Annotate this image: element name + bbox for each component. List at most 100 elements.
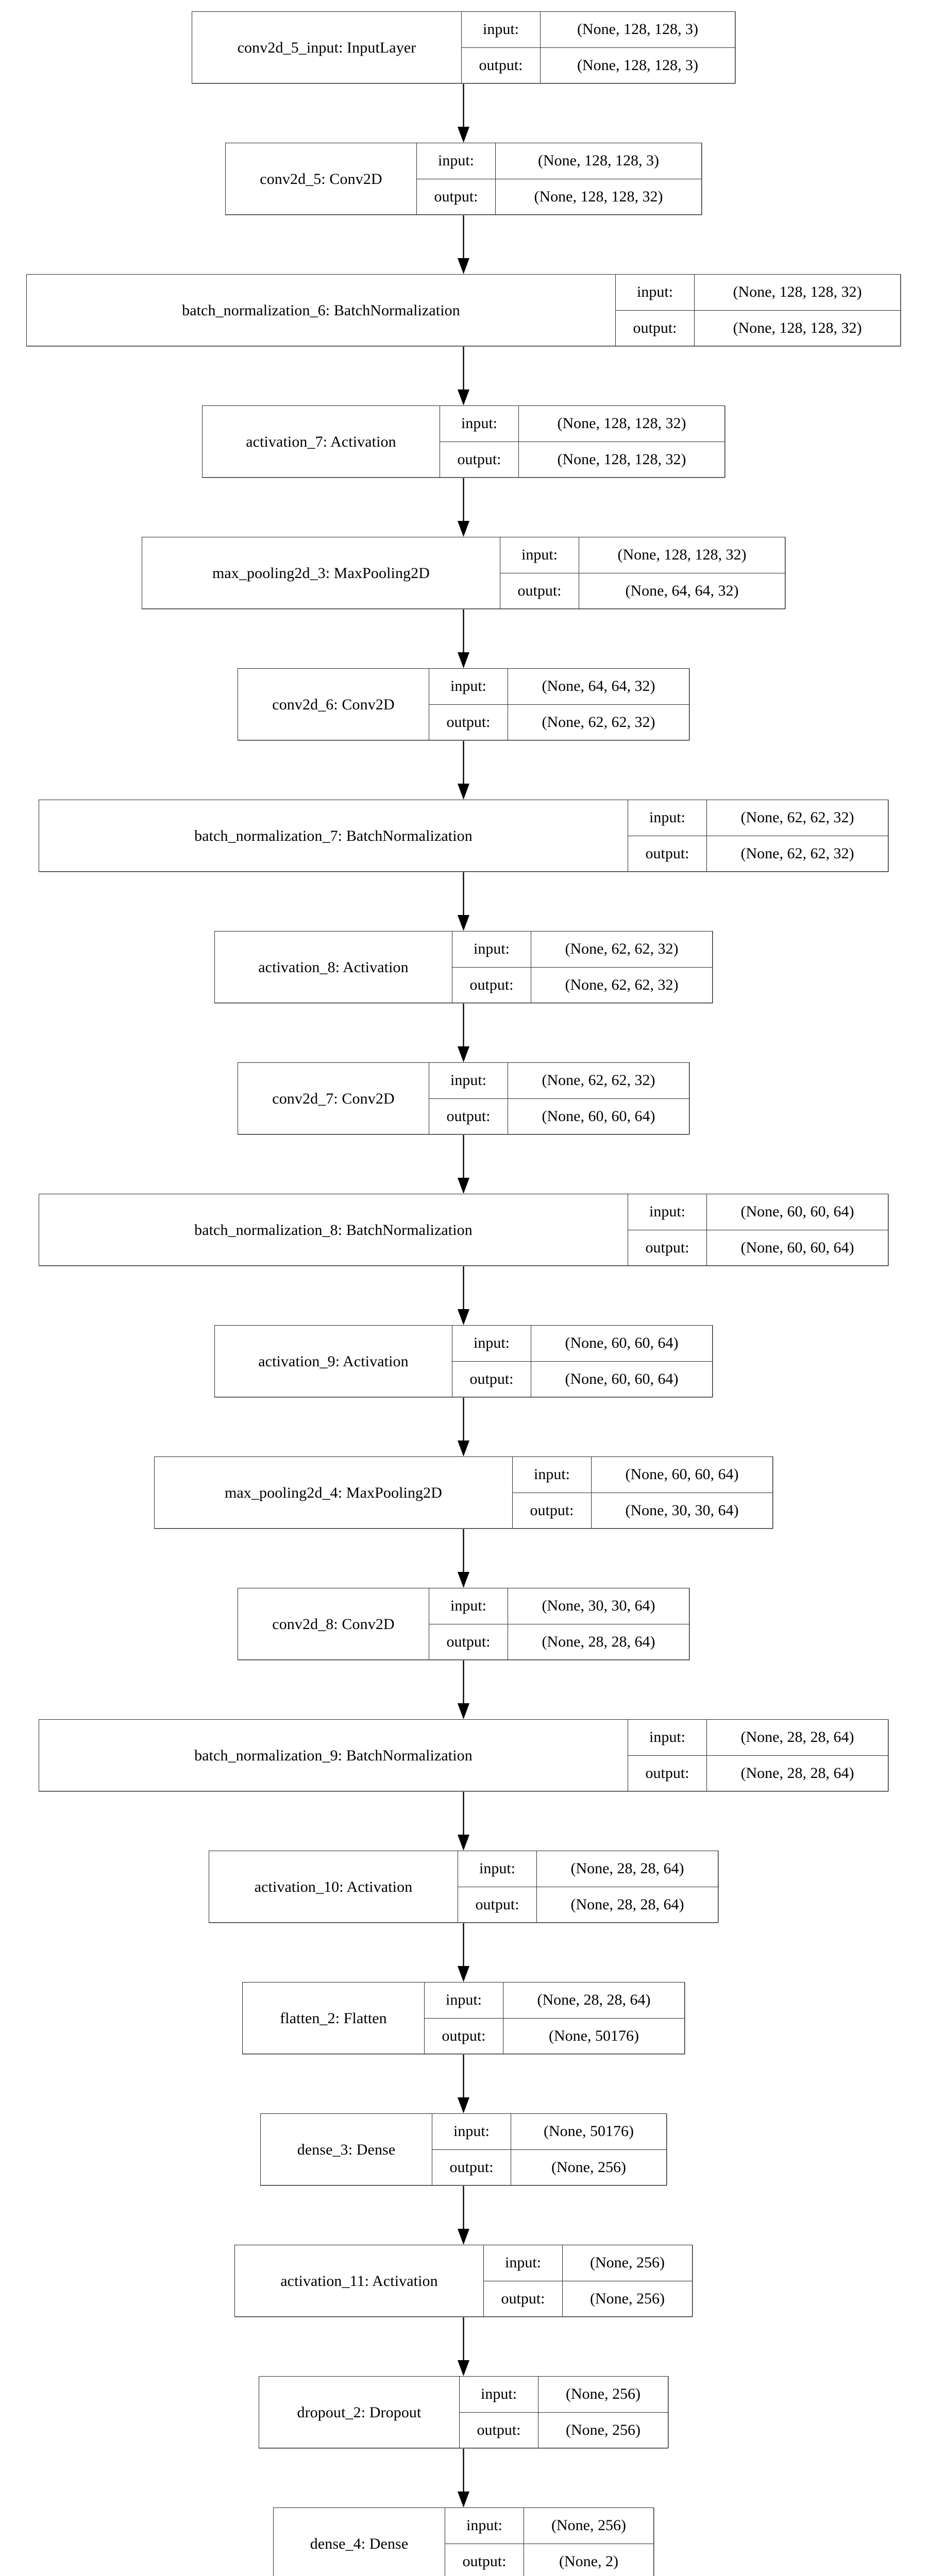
layer-input-shape: (None, 62, 62, 32) bbox=[531, 931, 712, 967]
layer-name: conv2d_8: Conv2D bbox=[272, 1615, 395, 1633]
layer-input-row: input:(None, 28, 28, 64) bbox=[628, 1720, 888, 1755]
layer-output-shape: (None, 28, 28, 64) bbox=[536, 1887, 718, 1922]
layer-output-row: output: (None, 28, 28, 64) bbox=[429, 1623, 689, 1659]
layer-input-label: input: bbox=[437, 152, 474, 170]
layer-output-shape: (None, 64, 64, 32) bbox=[579, 573, 785, 608]
layer-io-table: input:(None, 256)output:(None, 256) bbox=[483, 2245, 692, 2316]
layer-io-table: input:(None, 28, 28, 64)output:(None, 50… bbox=[424, 1982, 684, 2054]
layer-input-label: input: bbox=[504, 2254, 541, 2272]
layer-input-label: input: bbox=[482, 21, 519, 38]
layer-node[interactable]: activation_8: Activation input:(None, 62,… bbox=[214, 931, 713, 1003]
layer-output-label: output: bbox=[462, 2552, 507, 2570]
layer-name: max_pooling2d_4: MaxPooling2D bbox=[224, 1484, 443, 1501]
layer-input-shape: (None, 62, 62, 32) bbox=[508, 1063, 689, 1098]
layer-input-shape: (None, 60, 60, 64) bbox=[591, 1457, 772, 1493]
edge-arrow bbox=[0, 346, 927, 405]
layer-output-label: output: bbox=[530, 1501, 574, 1519]
layer-node[interactable]: batch_normalization_6: BatchNormalizatio… bbox=[26, 274, 901, 346]
layer-output-label: output: bbox=[442, 2027, 486, 2044]
layer-output-shape: (None, 60, 60, 64) bbox=[531, 1361, 712, 1397]
edge-arrow bbox=[0, 1923, 927, 1982]
layer-node[interactable]: conv2d_6: Conv2D input:(None, 64, 64, 32)… bbox=[238, 668, 689, 740]
layer-input-label: input: bbox=[450, 677, 486, 695]
layer-input-row: input:(None, 60, 60, 64) bbox=[628, 1194, 888, 1230]
layer-output-label: output: bbox=[446, 1633, 491, 1650]
layer-output-row: output:(None, 256) bbox=[432, 2149, 666, 2185]
layer-output-shape: (None, 62, 62, 32) bbox=[706, 836, 888, 871]
layer-input-label: input: bbox=[450, 1597, 486, 1615]
layer-input-shape: (None, 28, 28, 64) bbox=[536, 1851, 718, 1887]
edge-arrow bbox=[0, 1397, 927, 1456]
layer-input-row: input:(None, 50176) bbox=[432, 2114, 666, 2149]
layer-output-row: output:(None, 2) bbox=[445, 2543, 653, 2576]
layer-node-row: batch_normalization_7: BatchNormalizatio… bbox=[0, 800, 927, 872]
layer-input-row: input:(None, 128, 128, 32) bbox=[440, 406, 724, 442]
layer-input-row: input:(None, 128, 128, 3) bbox=[462, 12, 735, 47]
layer-output-label: output: bbox=[645, 844, 689, 862]
layer-node-row: conv2d_7: Conv2D input: (None, 62, 62, 32)… bbox=[0, 1062, 927, 1134]
layer-input-row: input: (None, 28, 28, 64) bbox=[458, 1851, 718, 1887]
layer-node[interactable]: activation_10: Activation input: (None, 28… bbox=[209, 1851, 718, 1923]
layer-io-table: input:(None, 64, 64, 32)output:(None, 62… bbox=[429, 669, 689, 740]
layer-node[interactable]: batch_normalization_7: BatchNormalizatio… bbox=[39, 800, 888, 872]
layer-input-row: input: (None, 30, 30, 64) bbox=[429, 1588, 689, 1624]
layer-output-shape: (None, 128, 128, 3) bbox=[540, 47, 735, 83]
layer-input-row: input:(None, 28, 28, 64) bbox=[425, 1982, 684, 2018]
layer-output-shape: (None, 256) bbox=[511, 2149, 666, 2185]
layer-input-label: input: bbox=[479, 1860, 515, 1877]
layer-output-row: output:(None, 28, 28, 64) bbox=[628, 1755, 888, 1791]
layer-output-row: output: (None, 62, 62, 32) bbox=[628, 835, 888, 871]
layer-io-table: input:(None, 62, 62, 32)output:(None, 62… bbox=[452, 931, 712, 1003]
layer-node[interactable]: batch_normalization_8: BatchNormalizatio… bbox=[39, 1194, 888, 1266]
layer-node[interactable]: activation_7: Activation input:(None, 128… bbox=[202, 405, 725, 478]
layer-name: activation_8: Activation bbox=[258, 958, 409, 976]
layer-input-label: input: bbox=[649, 1203, 685, 1221]
layer-io-table: input:(None, 256)output:(None, 2) bbox=[445, 2508, 653, 2576]
layer-node[interactable]: conv2d_7: Conv2D input: (None, 62, 62, 32)… bbox=[238, 1062, 689, 1134]
layer-output-row: output:(None, 30, 30, 64) bbox=[513, 1492, 772, 1528]
layer-io-table: input: (None, 30, 30, 64) output: (None, 28… bbox=[429, 1588, 689, 1659]
layer-output-label: output: bbox=[457, 450, 501, 468]
layer-name: activation_10: Activation bbox=[254, 1878, 413, 1895]
layer-name: conv2d_7: Conv2D bbox=[272, 1090, 395, 1107]
layer-input-row: input: (None, 62, 62, 32) bbox=[429, 1063, 689, 1098]
layer-input-label: input: bbox=[450, 1072, 486, 1089]
layer-output-row: output:(None, 128, 128, 32) bbox=[616, 310, 900, 346]
layer-output-shape: (None, 128, 128, 32) bbox=[495, 179, 701, 214]
layer-name: conv2d_6: Conv2D bbox=[272, 696, 395, 713]
layer-name: activation_7: Activation bbox=[246, 433, 396, 450]
layer-node-row: batch_normalization_8: BatchNormalizatio… bbox=[0, 1194, 927, 1266]
layer-io-table: input:(None, 128, 128, 3)output:(None, 1… bbox=[416, 143, 701, 214]
layer-input-label: input: bbox=[473, 1334, 510, 1352]
layer-input-shape: (None, 30, 30, 64) bbox=[508, 1588, 689, 1624]
layer-node[interactable]: conv2d_8: Conv2D input: (None, 30, 30, 64)… bbox=[238, 1588, 689, 1660]
layer-output-shape: (None, 28, 28, 64) bbox=[508, 1624, 689, 1659]
layer-input-shape: (None, 128, 128, 32) bbox=[518, 406, 724, 442]
layer-output-row: output:(None, 128, 128, 32) bbox=[440, 441, 724, 477]
layer-output-label: output: bbox=[479, 56, 523, 74]
layer-output-label: output: bbox=[517, 582, 562, 599]
layer-io-table: input:(None, 62, 62, 32)output:(None, 62… bbox=[628, 800, 888, 871]
layer-output-row: output:(None, 62, 62, 32) bbox=[429, 704, 689, 740]
layer-node[interactable]: batch_normalization_9: BatchNormalizatio… bbox=[39, 1719, 888, 1791]
layer-input-label: input: bbox=[453, 2123, 490, 2140]
layer-output-label: output: bbox=[633, 319, 677, 336]
layer-io-table: input:(None, 28, 28, 64)output:(None, 28… bbox=[458, 1851, 718, 1922]
edge-arrow bbox=[0, 215, 927, 274]
layer-input-row: input:(None, 60, 60, 64) bbox=[452, 1326, 712, 1361]
layer-output-shape: (None, 62, 62, 32) bbox=[508, 704, 689, 740]
layer-name: batch_normalization_7: BatchNormalizatio… bbox=[194, 827, 473, 844]
